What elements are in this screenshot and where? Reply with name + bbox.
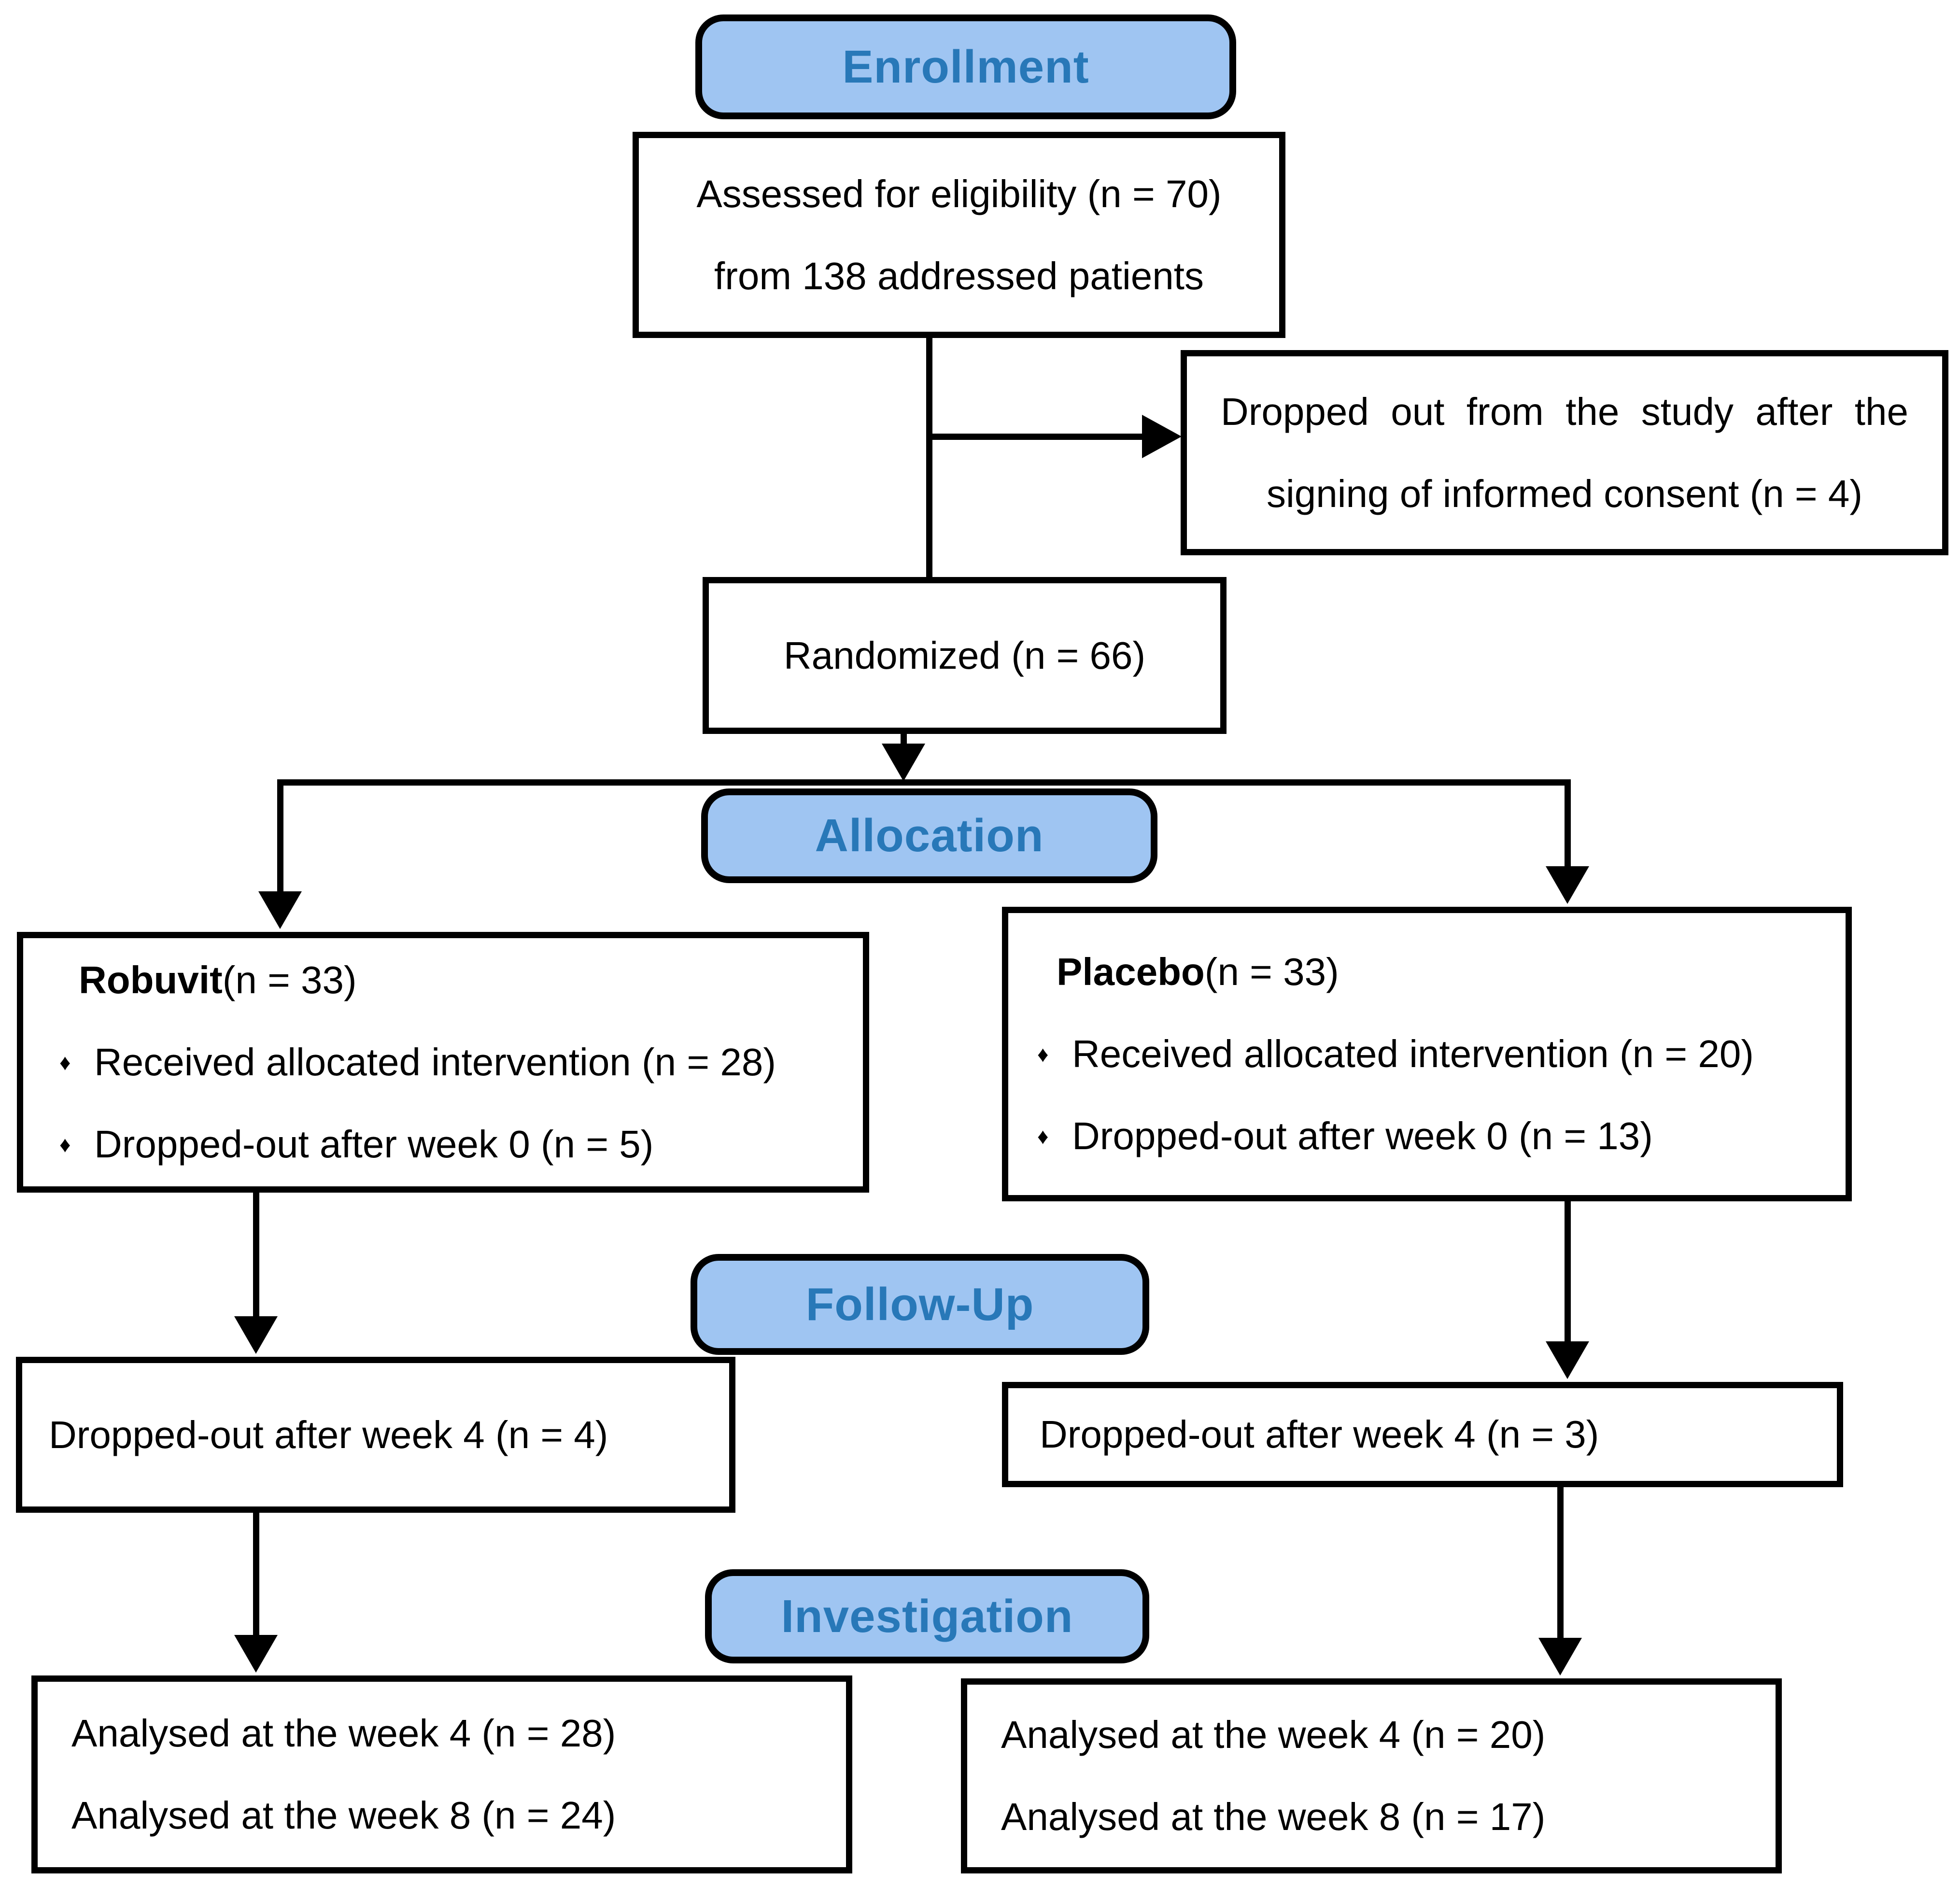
arrowhead-dropped-consent: [1142, 415, 1182, 458]
robuvit-title-suffix: (n = 33): [222, 958, 357, 1001]
box-robuvit: Robuvit (n = 33) ♦ Received allocated in…: [17, 932, 869, 1193]
stage-enrollment: Enrollment: [695, 14, 1236, 119]
assessed-line1: Assessed for eligibility (n = 70): [696, 172, 1222, 215]
connector-dropped4-to-analysed-right: [1557, 1487, 1564, 1642]
box-dropped-week4-right: Dropped-out after week 4 (n = 3): [1002, 1382, 1843, 1487]
connector-dropped4-to-analysed-left: [253, 1513, 259, 1639]
robuvit-bullet-1: ♦ Received allocated intervention (n = 2…: [59, 1021, 848, 1103]
placebo-title-line: Placebo (n = 33): [1037, 931, 1831, 1013]
arrowhead-dropped4-left: [234, 1316, 278, 1354]
arrowhead-placebo: [1546, 866, 1589, 904]
dropped-consent-line2: signing of informed consent (n = 4): [1266, 472, 1863, 515]
box-randomized: Randomized (n = 66): [703, 577, 1227, 734]
analysed-left-line2: Analysed at the week 8 (n = 24): [71, 1794, 616, 1837]
connector-robuvit-to-dropped4: [253, 1193, 259, 1321]
stage-follow-up: Follow-Up: [691, 1254, 1149, 1355]
stage-allocation: Allocation: [701, 788, 1157, 883]
connector-assessed-to-randomized: [926, 338, 932, 578]
robuvit-bullet-2-text: Dropped-out after week 0 (n = 5): [94, 1123, 654, 1166]
box-dropped-week4-left: Dropped-out after week 4 (n = 4): [16, 1357, 735, 1513]
arrowhead-branch: [882, 744, 925, 781]
placebo-title-suffix: (n = 33): [1204, 950, 1339, 993]
robuvit-bullet-1-text: Received allocated intervention (n = 28): [94, 1041, 776, 1084]
dropped-consent-line1: Dropped out from the study after the: [1221, 390, 1908, 433]
box-dropped-consent: Dropped out from the study after the sig…: [1181, 350, 1948, 555]
connector-branch-to-placebo: [1565, 779, 1571, 871]
robuvit-bullet-2: ♦ Dropped-out after week 0 (n = 5): [59, 1103, 848, 1185]
branch-line: [277, 779, 1571, 786]
analysed-right-line1: Analysed at the week 4 (n = 20): [1001, 1713, 1546, 1756]
connector-branch-to-robuvit: [277, 779, 283, 896]
robuvit-title-line: Robuvit (n = 33): [59, 939, 848, 1021]
arrowhead-analysed-right: [1538, 1638, 1582, 1675]
box-analysed-left: Analysed at the week 4 (n = 28) Analysed…: [31, 1675, 852, 1873]
placebo-bullet-1-text: Received allocated intervention (n = 20): [1072, 1032, 1754, 1075]
connector-to-dropped-consent: [926, 434, 1144, 440]
diamond-bullet-icon: ♦: [59, 1050, 71, 1075]
stage-investigation: Investigation: [705, 1569, 1149, 1663]
box-analysed-right: Analysed at the week 4 (n = 20) Analysed…: [961, 1678, 1782, 1873]
diamond-bullet-icon: ♦: [1037, 1124, 1049, 1149]
connector-placebo-to-dropped4: [1565, 1201, 1571, 1346]
arrowhead-robuvit: [258, 891, 302, 929]
assessed-line2: from 138 addressed patients: [714, 254, 1204, 297]
analysed-right-line2: Analysed at the week 8 (n = 17): [1001, 1795, 1546, 1838]
placebo-bullet-2-text: Dropped-out after week 0 (n = 13): [1072, 1114, 1653, 1157]
placebo-bullet-2: ♦ Dropped-out after week 0 (n = 13): [1037, 1095, 1831, 1177]
analysed-left-line1: Analysed at the week 4 (n = 28): [71, 1712, 616, 1755]
box-placebo: Placebo (n = 33) ♦ Received allocated in…: [1002, 907, 1852, 1201]
diamond-bullet-icon: ♦: [59, 1132, 71, 1157]
diamond-bullet-icon: ♦: [1037, 1042, 1049, 1067]
dropped-week4-left-text: Dropped-out after week 4 (n = 4): [49, 1413, 608, 1456]
arrowhead-dropped4-right: [1546, 1341, 1589, 1379]
box-assessed: Assessed for eligibility (n = 70) from 1…: [633, 132, 1285, 338]
dropped-week4-right-text: Dropped-out after week 4 (n = 3): [1040, 1413, 1599, 1456]
placebo-bullet-1: ♦ Received allocated intervention (n = 2…: [1037, 1013, 1831, 1095]
robuvit-title: Robuvit: [79, 958, 223, 1001]
arrowhead-analysed-left: [234, 1635, 278, 1673]
randomized-text: Randomized (n = 66): [783, 633, 1146, 677]
placebo-title: Placebo: [1057, 950, 1205, 993]
